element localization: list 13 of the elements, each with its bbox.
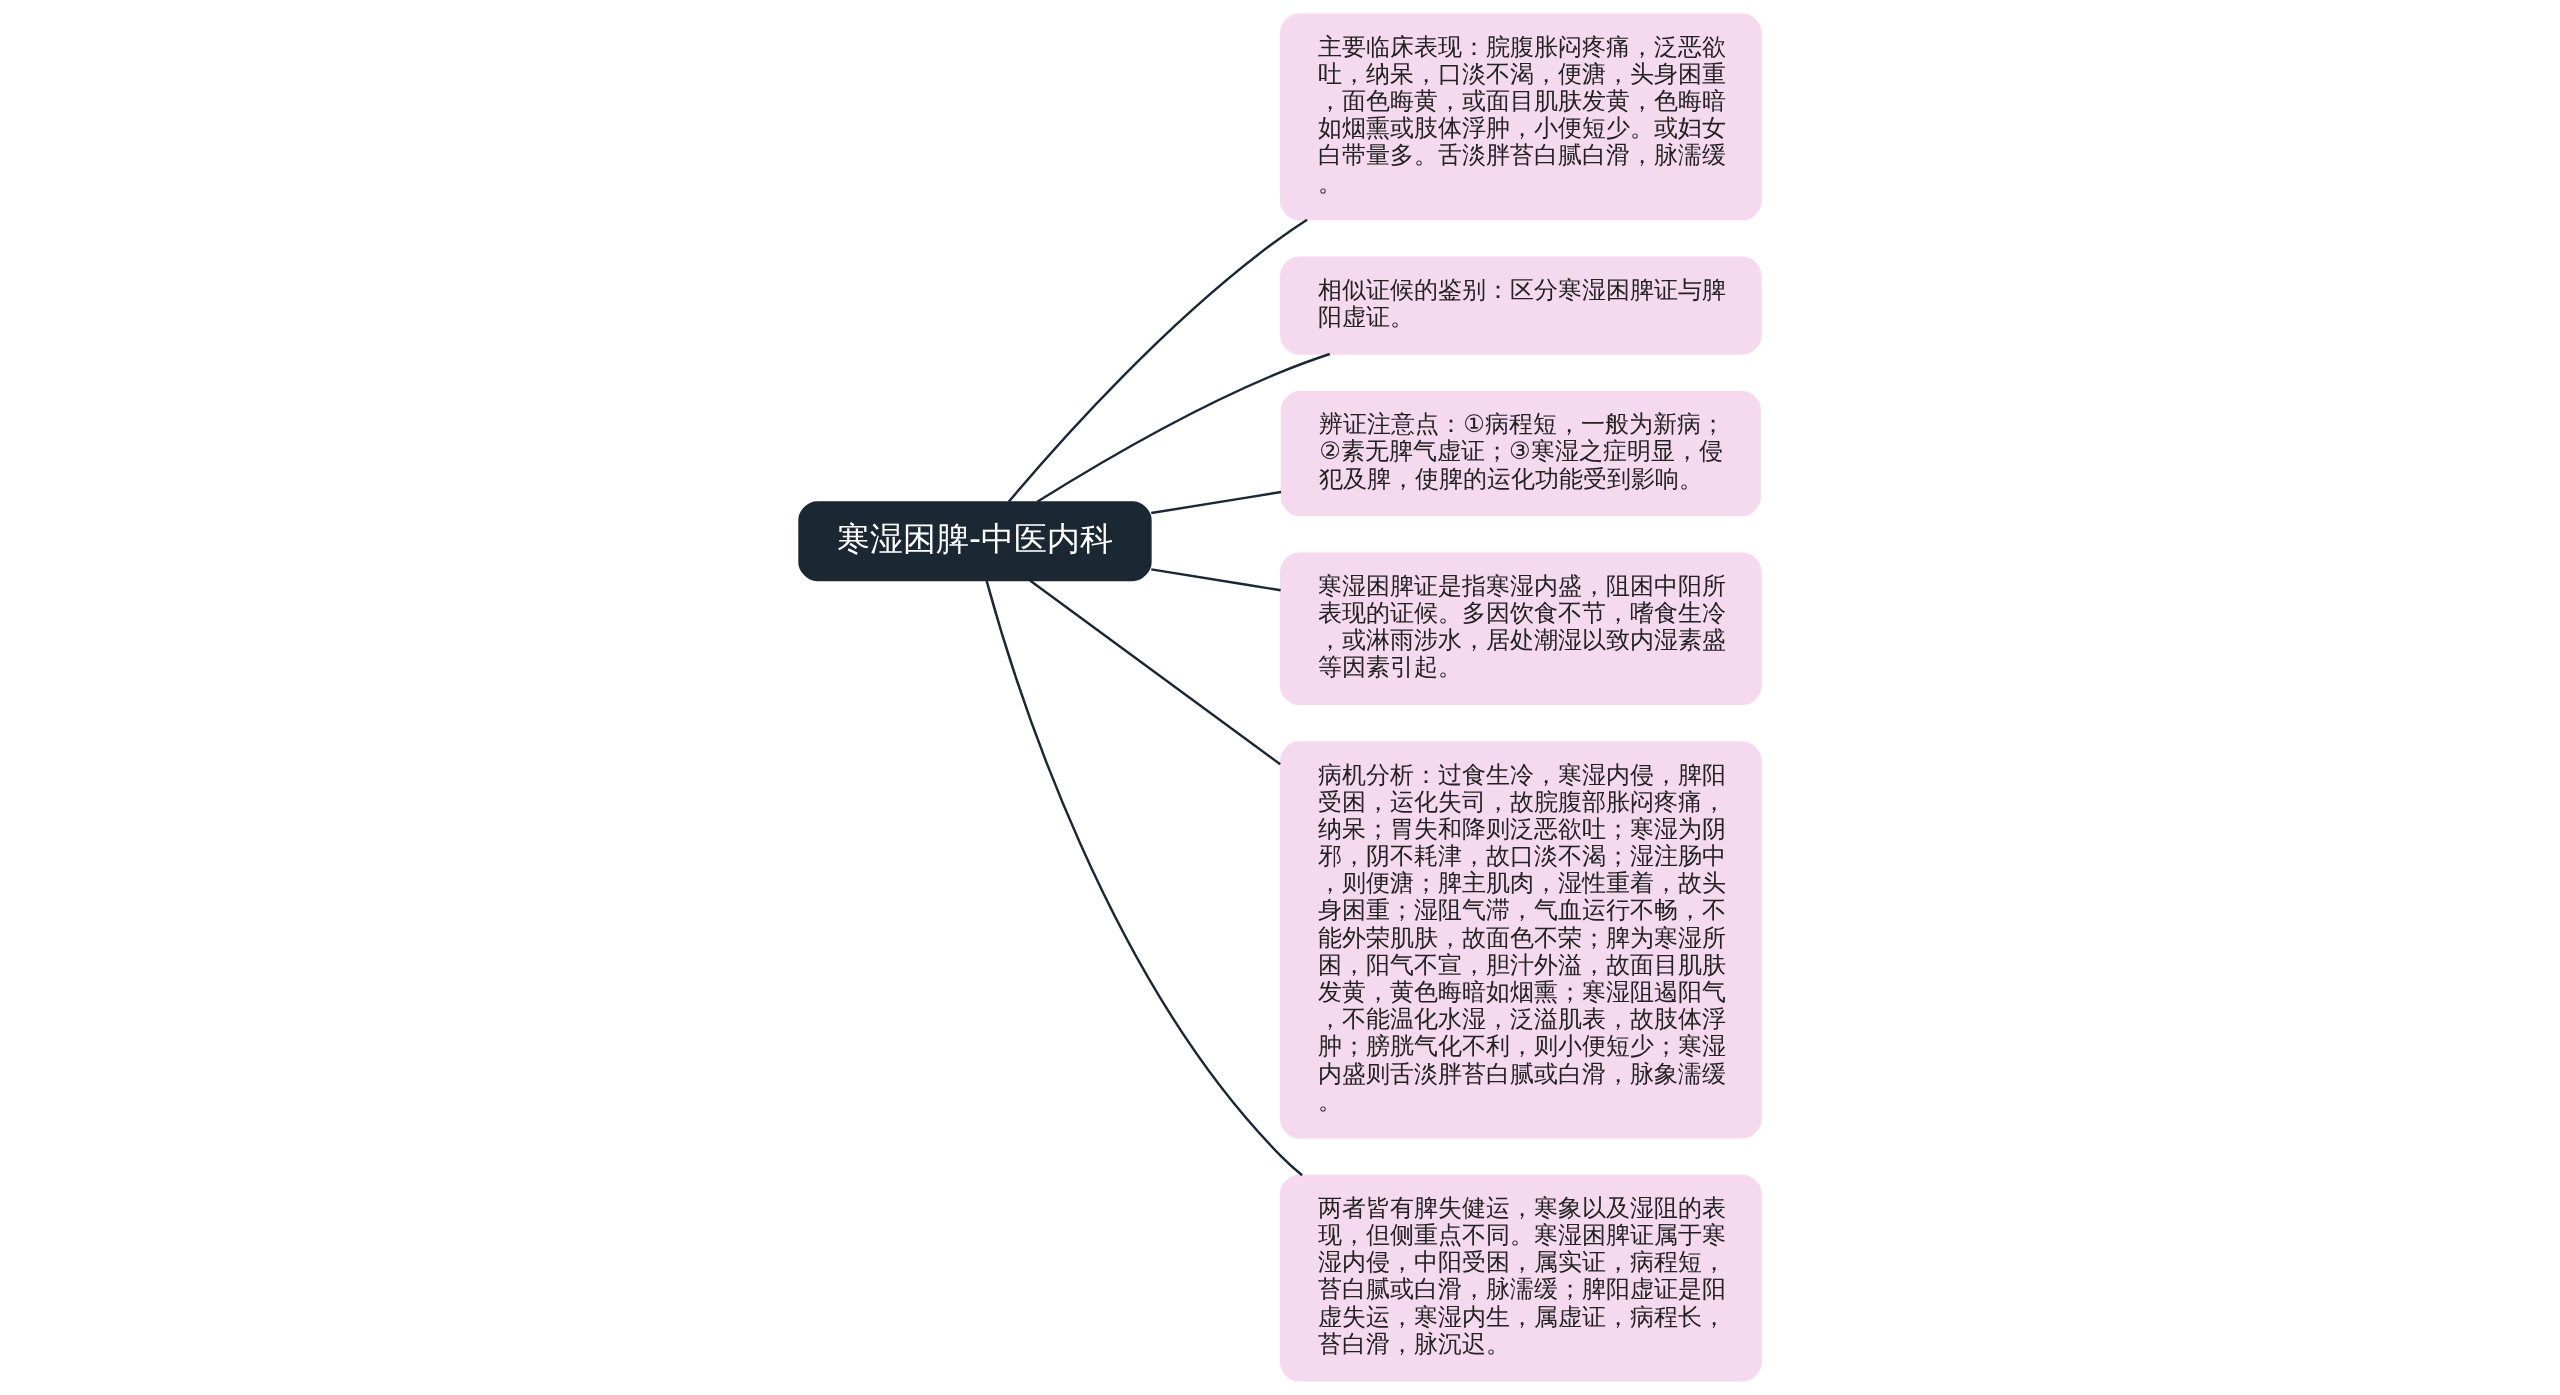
node-box: 寒湿困脾证是指寒湿内盛，阻困中阳所表现的证候。多因饮食不节，嗜食生冷，或淋雨涉水，居处潮湿以致内湿素盛等因素引起。 [1280,552,1762,706]
connector [1151,568,1281,592]
node-box: 寒湿困脾-中医内科 [798,501,1152,582]
node-box: 辨证注意点：①病程短，一般为新病；②素无脾气虚证；③寒湿之症明显，侵犯及脾，使脾的运化功能受到影响。 [1280,390,1761,517]
node-box: 主要临床表现：脘腹胀闷疼痛，泛恶欲吐，纳呆，口淡不渴，便溏，头身困重，面色晦黄，或面目肌肤发黄，色晦暗如烟熏或肢体浮肿，小便短少。或妇女白带量多。舌淡胖苔白腻白滑，脉濡缓。 [1280,13,1762,221]
node-box: 相似证候的鉴别：区分寒湿困脾证与脾阳虚证。 [1280,256,1762,355]
connector [1036,352,1331,503]
connector [1029,579,1281,766]
node-box: 两者皆有脾失健运，寒象以及湿阻的表现，但侧重点不同。寒湿困脾证属于寒湿内侵，中阳受困，属实证，病程短，苔白腻或白滑，脉濡缓；脾阳虚证是阳虚失运，寒湿内生，属虚证，病程长，苔白滑，脉沉迟。 [1280,1174,1762,1382]
connector [985,580,1303,1177]
node-box: 病机分析：过食生冷，寒湿内侵，脾阳受困，运化失司，故脘腹部胀闷疼痛，纳呆；胃失和降则泛恶欲吐；寒湿为阴邪，阴不耗津，故口淡不渴；湿注肠中，则便溏；脾主肌肉，湿性重着，故头身困重；湿阻气滞，气血运行不畅，不能外荣肌肤，故面色不荣；脾为寒湿所困，阳气不宣，胆汁外溢，故面目肌肤发黄，黄色晦暗如烟熏；寒湿阻遏阳气，不能温化水湿，泛溢肌表，故肢体浮肿；膀胱气化不利，则小便短少；寒湿内盛则舌淡胖苔白腻或白滑，脉象濡缓。 [1280,741,1762,1139]
connector [1151,490,1282,515]
connector [1007,218,1308,503]
